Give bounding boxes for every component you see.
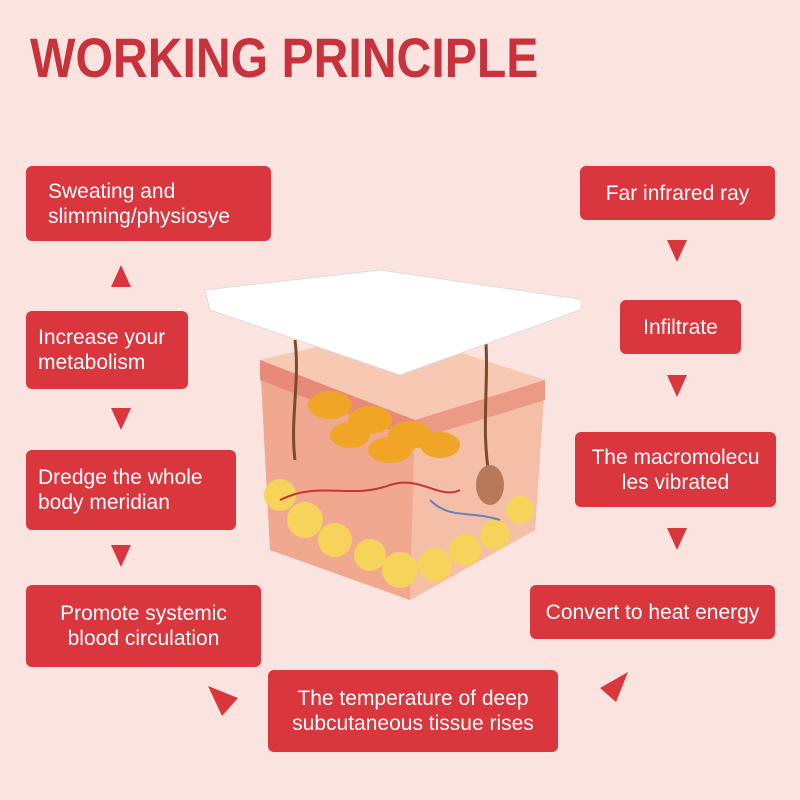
step-blood-circulation: Promote systemic blood circulation [26, 585, 261, 667]
step-far-infrared: Far infrared ray [580, 166, 775, 220]
arrow-down-icon [111, 408, 131, 430]
step-temperature-rises: The temperature of deep subcutaneous tis… [268, 670, 558, 752]
step-label: Convert to heat energy [545, 600, 760, 624]
step-label: Promote systemic blood circulation [60, 602, 227, 650]
step-label: Infiltrate [643, 315, 718, 339]
step-label: Sweating and slimming/physiosye [48, 179, 231, 228]
step-label: Dredge the whole body meridian [38, 466, 203, 514]
arrow-diagonal-icon [208, 686, 238, 716]
step-infiltrate: Infiltrate [620, 300, 741, 354]
arrow-down-icon [667, 240, 687, 262]
step-macromolecules-vibrated: The macromolecu les vibrated [575, 432, 776, 507]
step-label: Far infrared ray [605, 181, 750, 205]
arrow-diagonal-icon [600, 672, 628, 702]
step-increase-metabolism: Increase your metabolism [26, 311, 188, 389]
step-label: The macromolecu les vibrated [591, 445, 760, 494]
arrow-down-icon [667, 375, 687, 397]
step-convert-heat: Convert to heat energy [530, 585, 775, 639]
step-sweating-slimming: Sweating and slimming/physiosye [26, 166, 271, 241]
arrow-up-icon [111, 265, 131, 287]
step-label: Increase your metabolism [38, 326, 166, 374]
step-dredge-meridian: Dredge the whole body meridian [26, 450, 236, 530]
step-label: The temperature of deep subcutaneous tis… [292, 687, 534, 735]
arrow-down-icon [667, 528, 687, 550]
skin-layers-patch-illustration [204, 270, 580, 600]
arrow-down-icon [111, 545, 131, 567]
page-title: WORKING PRINCIPLE [30, 26, 539, 89]
